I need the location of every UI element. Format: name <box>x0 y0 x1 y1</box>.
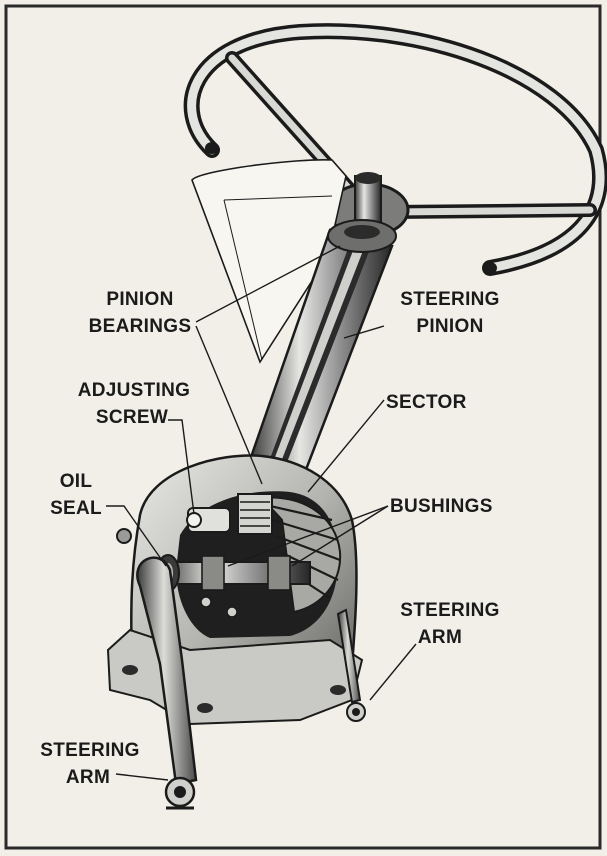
label-adjusting-screw-2: SCREW <box>96 407 168 428</box>
mounting-bolt-left <box>116 528 132 544</box>
label-steering-arm-right-1: STEERING <box>400 600 500 621</box>
label-steering-arm-left-1: STEERING <box>40 740 140 761</box>
label-steering-arm-left-2: ARM <box>66 767 110 788</box>
label-pinion-bearings-1: PINION <box>106 289 173 310</box>
leader-steering-arm-right <box>369 643 417 701</box>
leader-lines <box>106 245 417 781</box>
leader-adjusting-screw <box>168 419 195 515</box>
steering-arm-left-shape <box>136 556 198 786</box>
label-sector: SECTOR <box>386 392 467 413</box>
dash-panel-outline <box>191 158 347 364</box>
label-steering-pinion-2: PINION <box>416 316 483 337</box>
label-adjusting-screw-1: ADJUSTING <box>78 380 191 401</box>
pinion-gear <box>237 493 273 535</box>
bushing-inner <box>267 555 291 591</box>
leader-pinion-bearings-lower <box>195 325 263 485</box>
rim-cut-end-right <box>483 262 497 274</box>
leader-oil-seal <box>106 505 167 567</box>
bushing-outer <box>201 555 225 591</box>
leader-bushings-2 <box>227 505 389 567</box>
leader-steering-arm-left <box>115 773 169 781</box>
sector-gear <box>259 496 342 614</box>
label-oil-seal-1: OIL <box>60 471 93 492</box>
label-oil-seal-2: SEAL <box>50 498 102 519</box>
label-bushings: BUSHINGS <box>390 496 493 517</box>
rim-cut-end-left <box>205 142 219 154</box>
label-steering-pinion-1: STEERING <box>400 289 500 310</box>
callout-labels: PINION BEARINGS STEERING PINION ADJUSTIN… <box>40 289 500 788</box>
steering-column <box>248 219 397 482</box>
steering-arm-right-part <box>336 608 366 722</box>
label-steering-arm-right-2: ARM <box>418 627 462 648</box>
steering-arm-right-shape <box>336 608 362 704</box>
steering-arm-left-part <box>136 556 198 810</box>
label-pinion-bearings-2: BEARINGS <box>89 316 192 337</box>
leader-sector <box>307 399 385 493</box>
leader-steering-pinion <box>343 325 385 339</box>
leader-pinion-bearings-upper <box>195 245 341 323</box>
leader-bushings <box>291 505 389 567</box>
figure-border <box>4 4 602 850</box>
